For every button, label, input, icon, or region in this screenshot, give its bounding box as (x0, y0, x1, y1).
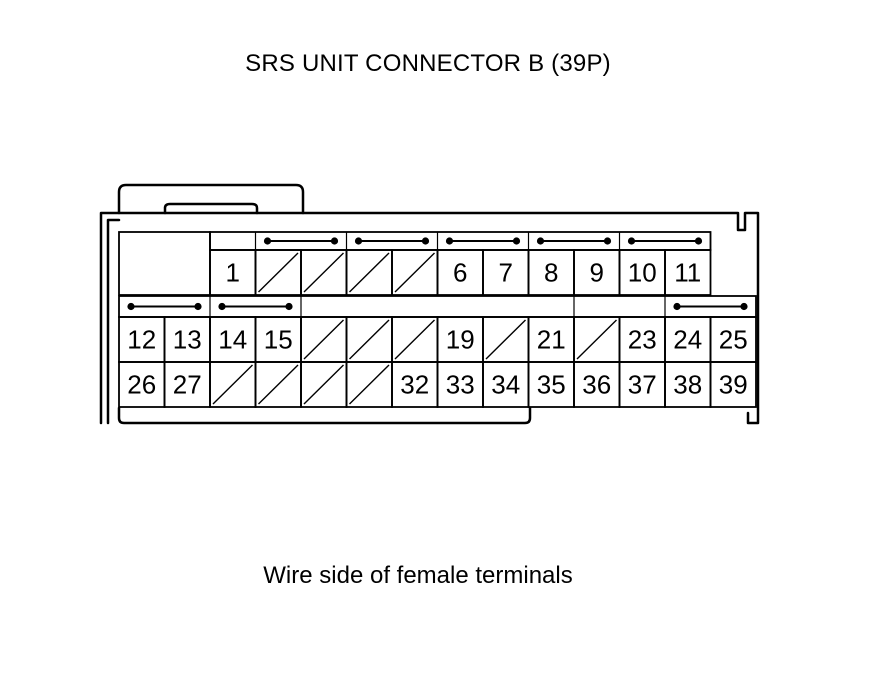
shorting-bar (445, 237, 521, 245)
pin-number-label: 32 (400, 370, 429, 400)
empty-cavity (391, 249, 439, 296)
shorting-bars (127, 237, 748, 311)
terminal-cavity: 35 (527, 361, 575, 408)
terminal-cavity: 34 (482, 361, 530, 408)
terminal-cavity: 9 (573, 249, 621, 296)
empty-cavity (300, 249, 348, 296)
pin-number-label: 23 (628, 325, 657, 355)
shorting-bar (627, 237, 703, 245)
terminal-cavity: 7 (482, 249, 530, 296)
empty-cavity (300, 316, 348, 363)
terminal-cavity: 36 (573, 361, 621, 408)
terminal-cavity: 8 (527, 249, 575, 296)
pin-number-label: 14 (218, 325, 247, 355)
pin-number-label: 15 (264, 325, 293, 355)
terminal-cavity: 24 (664, 316, 712, 363)
shorting-bar (536, 237, 612, 245)
empty-cavity (254, 361, 302, 408)
shorting-bar (673, 302, 748, 311)
pin-number-label: 25 (719, 325, 748, 355)
diagram-caption: Wire side of female terminals (263, 562, 573, 589)
cavity-grid: 1 6 7 8 9 10 11 12 13 14 15 19 21 23 24 25 26 27 32 33 34 35 3… (118, 231, 757, 408)
pin-number-label: 21 (537, 325, 566, 355)
pin-number-label: 34 (491, 370, 520, 400)
terminal-cavity: 15 (254, 316, 302, 363)
empty-cavity (482, 316, 530, 363)
pin-number-label: 7 (499, 258, 513, 288)
empty-cavity (209, 361, 257, 408)
terminal-cavity: 6 (436, 249, 484, 296)
diagram-title: SRS UNIT CONNECTOR B (39P) (245, 50, 611, 77)
pin-number-label: 11 (674, 258, 701, 288)
terminal-cavity: 33 (436, 361, 484, 408)
terminal-cavity: 32 (391, 361, 439, 408)
empty-cavity (345, 316, 393, 363)
shorting-bar (218, 302, 293, 311)
terminal-cavity: 21 (527, 316, 575, 363)
empty-cavity (254, 249, 302, 296)
pin-number-label: 9 (590, 258, 604, 288)
pin-number-label: 33 (446, 370, 475, 400)
row2-header-strip (118, 295, 757, 318)
pin-number-label: 38 (673, 370, 702, 400)
pin-number-label: 37 (628, 370, 657, 400)
pin-number-label: 10 (628, 258, 657, 288)
terminal-cavity: 39 (709, 361, 757, 408)
pin-number-label: 13 (173, 325, 202, 355)
terminal-cavity: 11 (664, 249, 712, 296)
terminal-cavity: 26 (118, 361, 166, 408)
pin-number-label: 6 (453, 258, 467, 288)
empty-cavity (345, 361, 393, 408)
shorting-bar (354, 237, 430, 245)
terminal-cavity: 37 (618, 361, 666, 408)
terminal-cavity: 10 (618, 249, 666, 296)
connector-latch-inner (163, 202, 259, 215)
pin-number-label: 19 (446, 325, 475, 355)
connector-housing-left-wall (106, 218, 121, 425)
empty-cavity (391, 316, 439, 363)
terminal-cavity: 27 (163, 361, 211, 408)
pin-number-label: 1 (226, 258, 240, 288)
terminal-cavity: 1 (209, 249, 257, 296)
terminal-cavity: 12 (118, 316, 166, 363)
terminal-cavity: 25 (709, 316, 757, 363)
pin-number-label: 24 (673, 325, 702, 355)
pin-number-label: 12 (127, 325, 156, 355)
terminal-cavity: 38 (664, 361, 712, 408)
pin-number-label: 27 (173, 370, 202, 400)
pin-number-label: 26 (127, 370, 156, 400)
terminal-cavity: 14 (209, 316, 257, 363)
terminal-cavity: 19 (436, 316, 484, 363)
blank-block (118, 231, 211, 296)
connector-housing (99, 211, 760, 425)
shorting-bar (263, 237, 339, 245)
connector-latch-outer (117, 183, 305, 215)
pin-number-label: 36 (582, 370, 611, 400)
empty-cavity (345, 249, 393, 296)
empty-cavity (573, 316, 621, 363)
pin-number-label: 39 (719, 370, 748, 400)
shorting-bar (127, 302, 202, 311)
terminal-cavity: 13 (163, 316, 211, 363)
connector-housing-base (117, 406, 532, 425)
empty-cavity (300, 361, 348, 408)
terminal-cavity: 23 (618, 316, 666, 363)
pin-number-label: 8 (544, 258, 558, 288)
pin-number-label: 35 (537, 370, 566, 400)
